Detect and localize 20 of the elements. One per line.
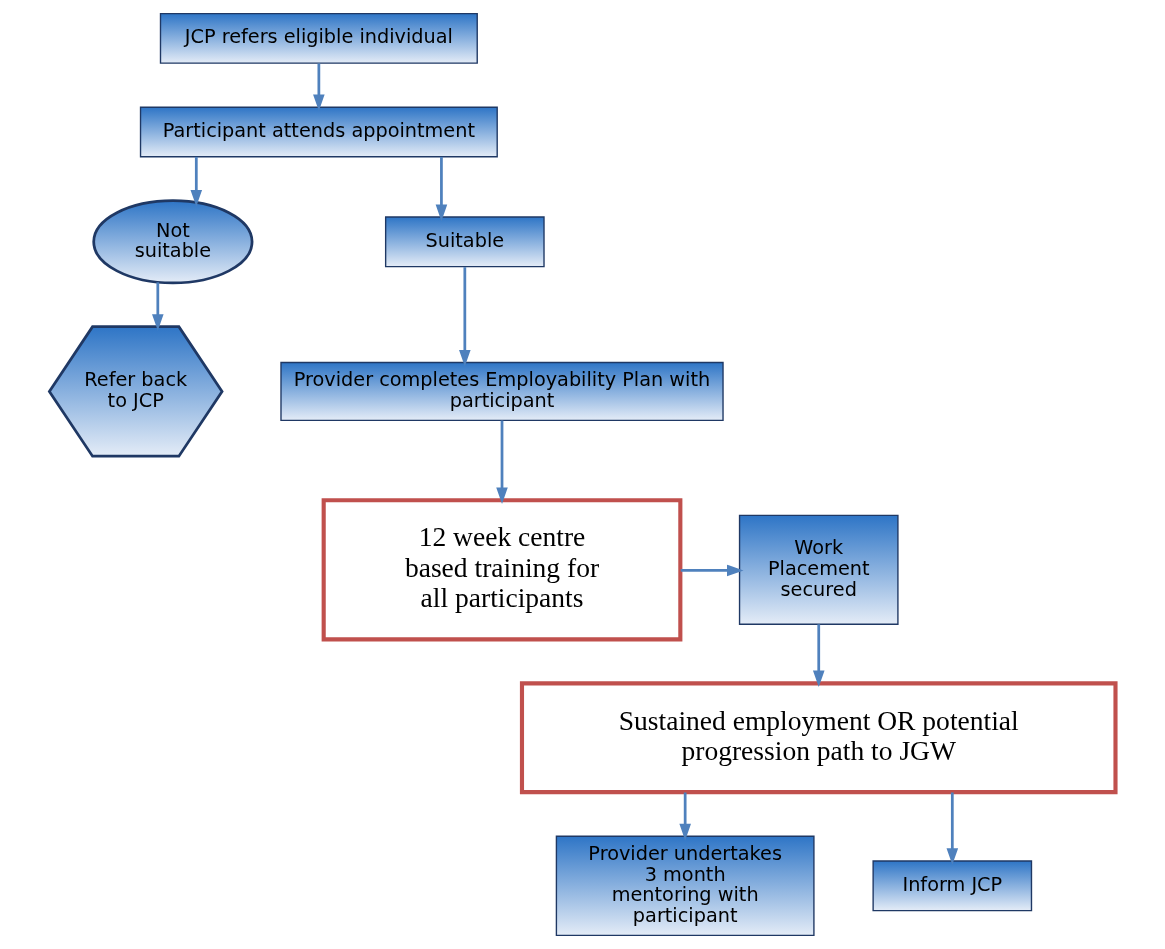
arrow <box>459 267 471 367</box>
arrow <box>435 156 448 222</box>
node-box: Sustained employment OR potential progression path to JGW <box>519 681 1118 795</box>
arrow <box>679 792 691 841</box>
arrow <box>313 63 325 112</box>
node-box: Provider completes Employability Plan with participant <box>280 361 724 422</box>
node-box: JCP refers eligible individual <box>159 12 478 64</box>
node-ellipse: Not suitable <box>92 199 254 285</box>
node-box: 12 week centre based training for all participants <box>321 498 683 642</box>
arrow <box>152 282 164 331</box>
node-box: Participant attends appointment <box>139 106 498 158</box>
arrow <box>812 624 825 688</box>
arrow <box>946 792 959 865</box>
arrow <box>190 156 203 207</box>
node-box: Inform JCP <box>872 860 1033 912</box>
node-box: Provider undertakes 3 month mentoring with participant <box>555 835 815 937</box>
arrow <box>680 564 744 577</box>
node-box: Work Placement secured <box>738 514 899 625</box>
arrow <box>496 420 508 505</box>
node-box: Suitable <box>384 216 545 268</box>
